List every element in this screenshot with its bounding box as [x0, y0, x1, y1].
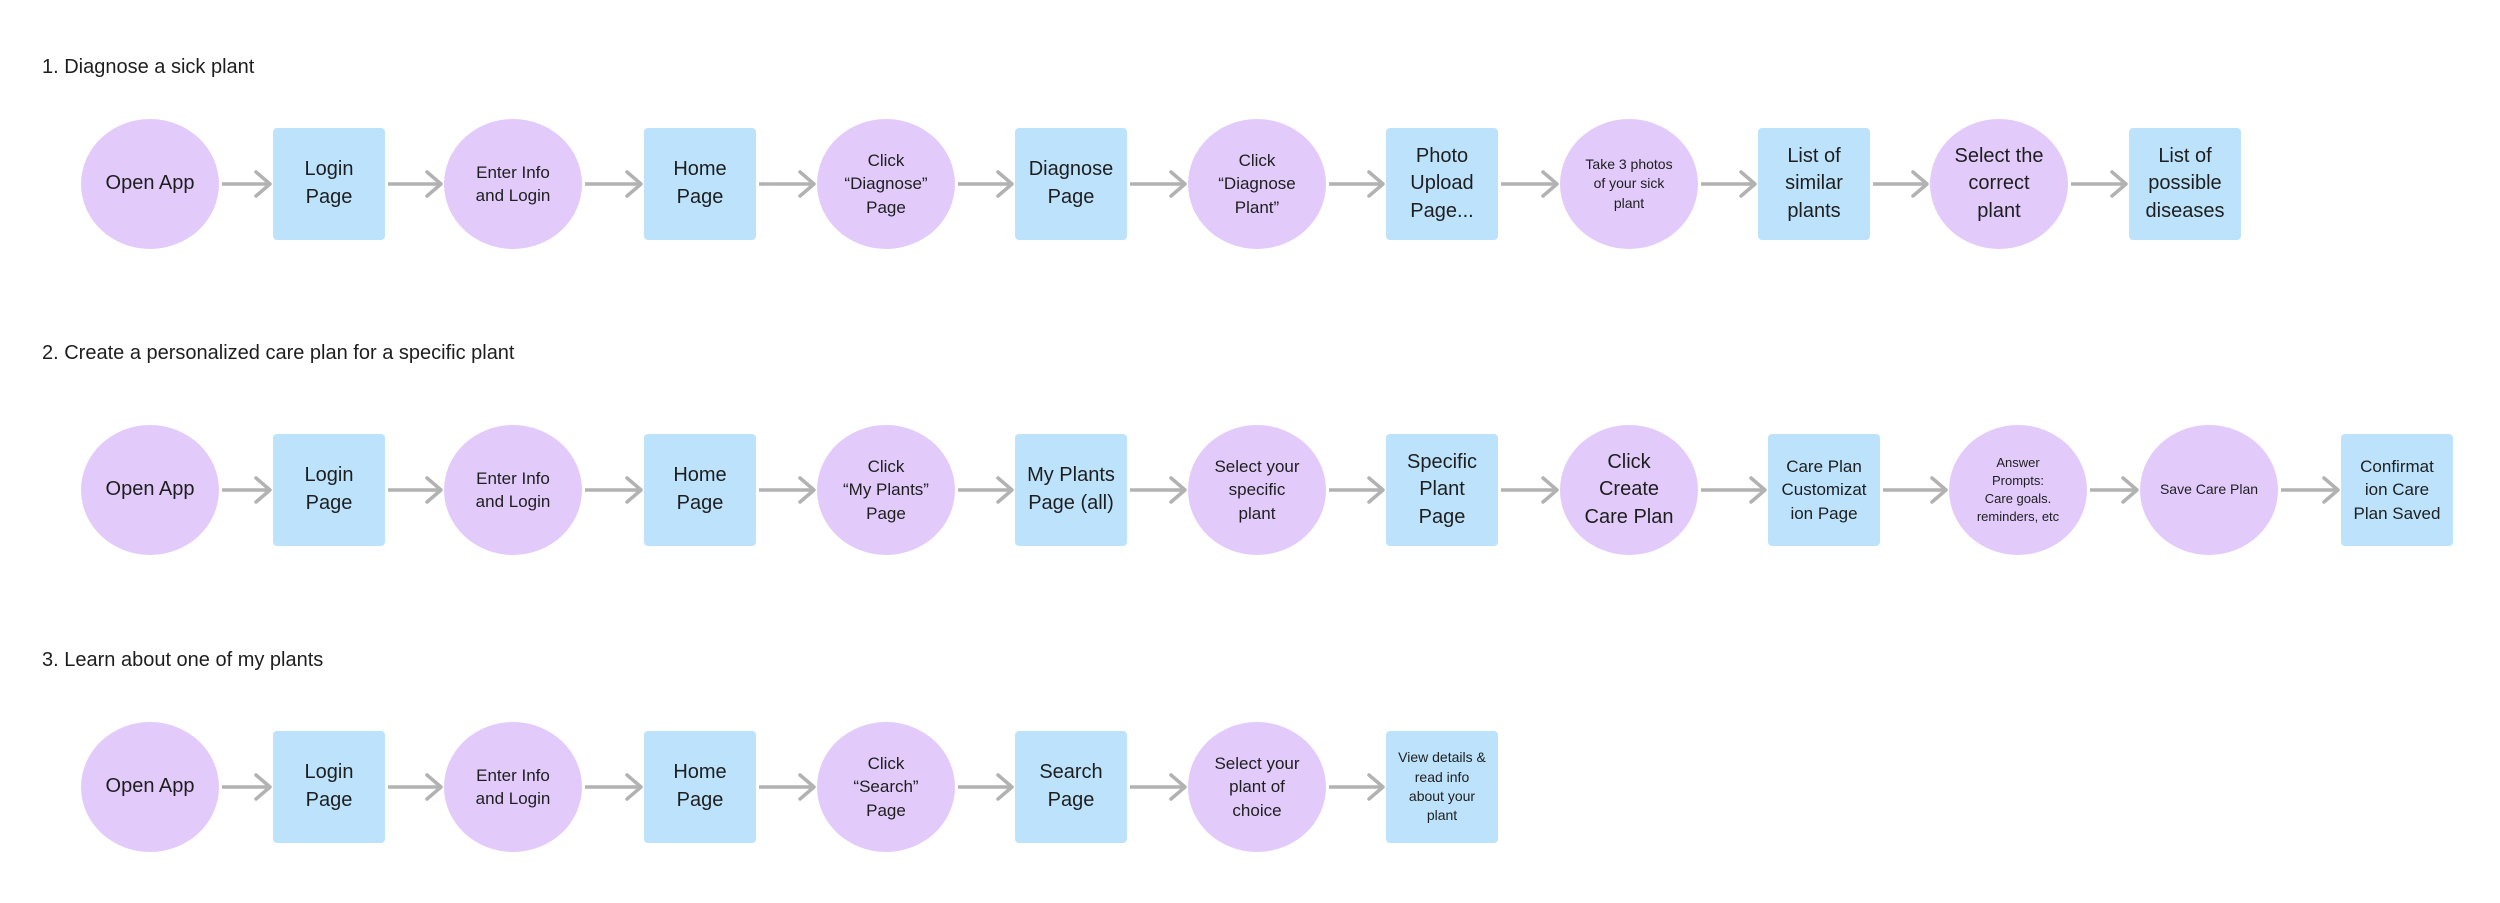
flow-3-arrow-7 — [1329, 773, 1385, 801]
flow-2-step-9-action[interactable]: Click Create Care Plan — [1560, 425, 1698, 555]
flow-2-step-1-action[interactable]: Open App — [81, 425, 219, 555]
flow-2-arrow-6 — [1130, 476, 1187, 504]
flow-3-arrow-5 — [958, 773, 1014, 801]
flow-1-arrow-5 — [958, 170, 1014, 198]
flow-3-arrow-2 — [388, 773, 443, 801]
flow-1-step-2-page[interactable]: Login Page — [273, 128, 385, 240]
flow-2-step-11-action[interactable]: Answer Prompts: Care goals. reminders, e… — [1949, 425, 2087, 555]
flow-1-step-6-page[interactable]: Diagnose Page — [1015, 128, 1127, 240]
flow-1-arrow-1 — [222, 170, 272, 198]
flow-1-step-9-action[interactable]: Take 3 photos of your sick plant — [1560, 119, 1698, 249]
flow-1-arrow-8 — [1501, 170, 1559, 198]
flow-1-step-8-page[interactable]: Photo Upload Page... — [1386, 128, 1498, 240]
flow-2-arrow-7 — [1329, 476, 1385, 504]
flow-1-arrow-9 — [1701, 170, 1757, 198]
flow-1-step-7-action[interactable]: Click “Diagnose Plant” — [1188, 119, 1326, 249]
flow-2-step-4-page[interactable]: Home Page — [644, 434, 756, 546]
flow-1-step-10-page[interactable]: List of similar plants — [1758, 128, 1870, 240]
flow-3-arrow-4 — [759, 773, 816, 801]
flow-2-step-7-action[interactable]: Select your specific plant — [1188, 425, 1326, 555]
flow-1-arrow-3 — [585, 170, 643, 198]
flow-2-step-12-action[interactable]: Save Care Plan — [2140, 425, 2278, 555]
flow-2-arrow-9 — [1701, 476, 1767, 504]
flow-2-step-10-page[interactable]: Care Plan Customizat ion Page — [1768, 434, 1880, 546]
flow-3-arrow-3 — [585, 773, 643, 801]
flow-2-arrow-2 — [388, 476, 443, 504]
flow-2-arrow-5 — [958, 476, 1014, 504]
flow-3-step-8-page[interactable]: View details & read info about your plan… — [1386, 731, 1498, 843]
flow-3-step-3-action[interactable]: Enter Info and Login — [444, 722, 582, 852]
flow-1-step-12-page[interactable]: List of possible diseases — [2129, 128, 2241, 240]
flow-1-step-11-action[interactable]: Select the correct plant — [1930, 119, 2068, 249]
flow-1-arrow-4 — [759, 170, 816, 198]
flow-title-2: 2. Create a personalized care plan for a… — [42, 342, 515, 364]
flow-3-step-1-action[interactable]: Open App — [81, 722, 219, 852]
flow-1-step-5-action[interactable]: Click “Diagnose” Page — [817, 119, 955, 249]
flow-3-arrow-6 — [1130, 773, 1187, 801]
flow-3-arrow-1 — [222, 773, 272, 801]
flow-2-step-6-page[interactable]: My Plants Page (all) — [1015, 434, 1127, 546]
flow-1-arrow-10 — [1873, 170, 1929, 198]
flow-2-arrow-11 — [2090, 476, 2139, 504]
flow-2-arrow-8 — [1501, 476, 1559, 504]
flow-1-arrow-11 — [2071, 170, 2128, 198]
flow-3-step-4-page[interactable]: Home Page — [644, 731, 756, 843]
flow-2-step-3-action[interactable]: Enter Info and Login — [444, 425, 582, 555]
flow-1-step-3-action[interactable]: Enter Info and Login — [444, 119, 582, 249]
flow-3-step-2-page[interactable]: Login Page — [273, 731, 385, 843]
flow-2-arrow-10 — [1883, 476, 1948, 504]
flow-1-arrow-7 — [1329, 170, 1385, 198]
flow-title-1: 1. Diagnose a sick plant — [42, 56, 255, 78]
flow-title-3: 3. Learn about one of my plants — [42, 649, 324, 671]
flow-2-step-2-page[interactable]: Login Page — [273, 434, 385, 546]
flow-2-arrow-4 — [759, 476, 816, 504]
flow-1-step-1-action[interactable]: Open App — [81, 119, 219, 249]
flow-2-arrow-1 — [222, 476, 272, 504]
flow-3-step-6-page[interactable]: Search Page — [1015, 731, 1127, 843]
flow-1-arrow-6 — [1130, 170, 1187, 198]
flow-2-step-8-page[interactable]: Specific Plant Page — [1386, 434, 1498, 546]
flow-2-step-13-page[interactable]: Confirmat ion Care Plan Saved — [2341, 434, 2453, 546]
flow-2-arrow-3 — [585, 476, 643, 504]
flow-1-step-4-page[interactable]: Home Page — [644, 128, 756, 240]
flow-1-arrow-2 — [388, 170, 443, 198]
flow-3-step-7-action[interactable]: Select your plant of choice — [1188, 722, 1326, 852]
flow-2-step-5-action[interactable]: Click “My Plants” Page — [817, 425, 955, 555]
flow-2-arrow-12 — [2281, 476, 2340, 504]
flow-3-step-5-action[interactable]: Click “Search” Page — [817, 722, 955, 852]
